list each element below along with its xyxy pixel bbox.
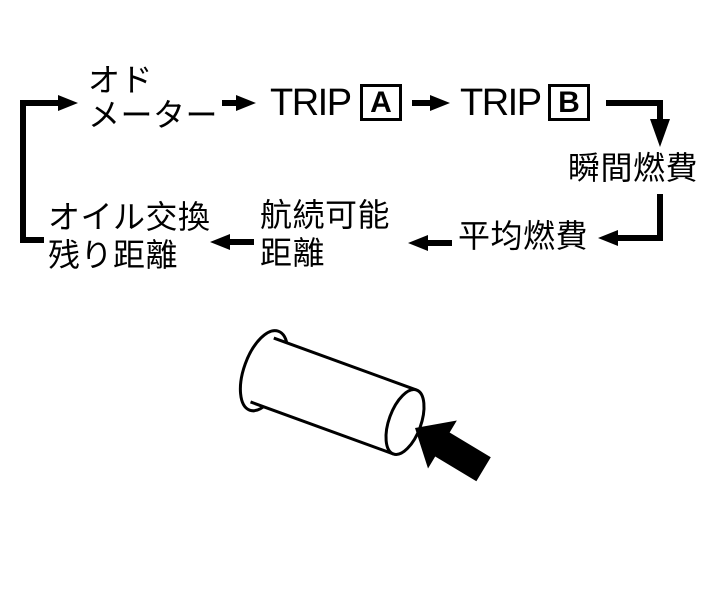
cruising-range-label-line1: 航続可能 (260, 197, 391, 233)
arrow-trip-a-to-trip-b (412, 100, 432, 106)
node-instant-fuel: 瞬間燃費 (568, 150, 699, 186)
knob-cylinder (238, 329, 426, 456)
trip-knob-illustration (238, 329, 491, 482)
node-odometer: オド メーター (88, 63, 218, 133)
oil-change-label-line1: オイル交換 (48, 199, 211, 235)
trip-b-box: B (548, 84, 590, 121)
arrow-odometer-to-trip-a (222, 100, 238, 106)
loop-line-bottom (20, 237, 44, 243)
odometer-label-line1: オド (88, 62, 154, 98)
cruising-range-label-line2: 距離 (260, 235, 326, 271)
loop-line-top (20, 100, 60, 106)
left-arrow-icon (408, 235, 428, 251)
arrow-range-to-oil (230, 239, 254, 245)
node-trip-a-label: TRIP (270, 81, 352, 124)
oil-change-label-line2: 残り距離 (48, 237, 179, 273)
node-oil-change-distance: オイル交換 残り距離 (48, 198, 211, 274)
node-average-fuel: 平均燃費 (458, 218, 589, 254)
arrow-trip-b-to-instant-h (606, 100, 663, 106)
trip-a-box: A (360, 84, 402, 121)
loop-line-vertical (20, 100, 26, 243)
right-arrow-icon (430, 95, 450, 111)
arrow-average-to-range (428, 240, 452, 246)
left-arrow-icon (210, 234, 230, 250)
left-arrow-icon (598, 230, 618, 246)
press-arrow-icon (415, 420, 491, 482)
node-cruising-range: 航続可能 距離 (260, 196, 390, 272)
arrow-instant-to-average-h (618, 235, 663, 241)
right-arrow-icon (236, 95, 256, 111)
down-arrow-icon (650, 119, 670, 147)
node-trip-b-label: TRIP (460, 81, 542, 124)
odometer-label-line2: メーター (88, 97, 219, 133)
right-arrow-icon (58, 95, 78, 111)
arrow-instant-to-average-v (657, 194, 663, 238)
arrow-trip-b-to-instant-v (657, 100, 663, 122)
